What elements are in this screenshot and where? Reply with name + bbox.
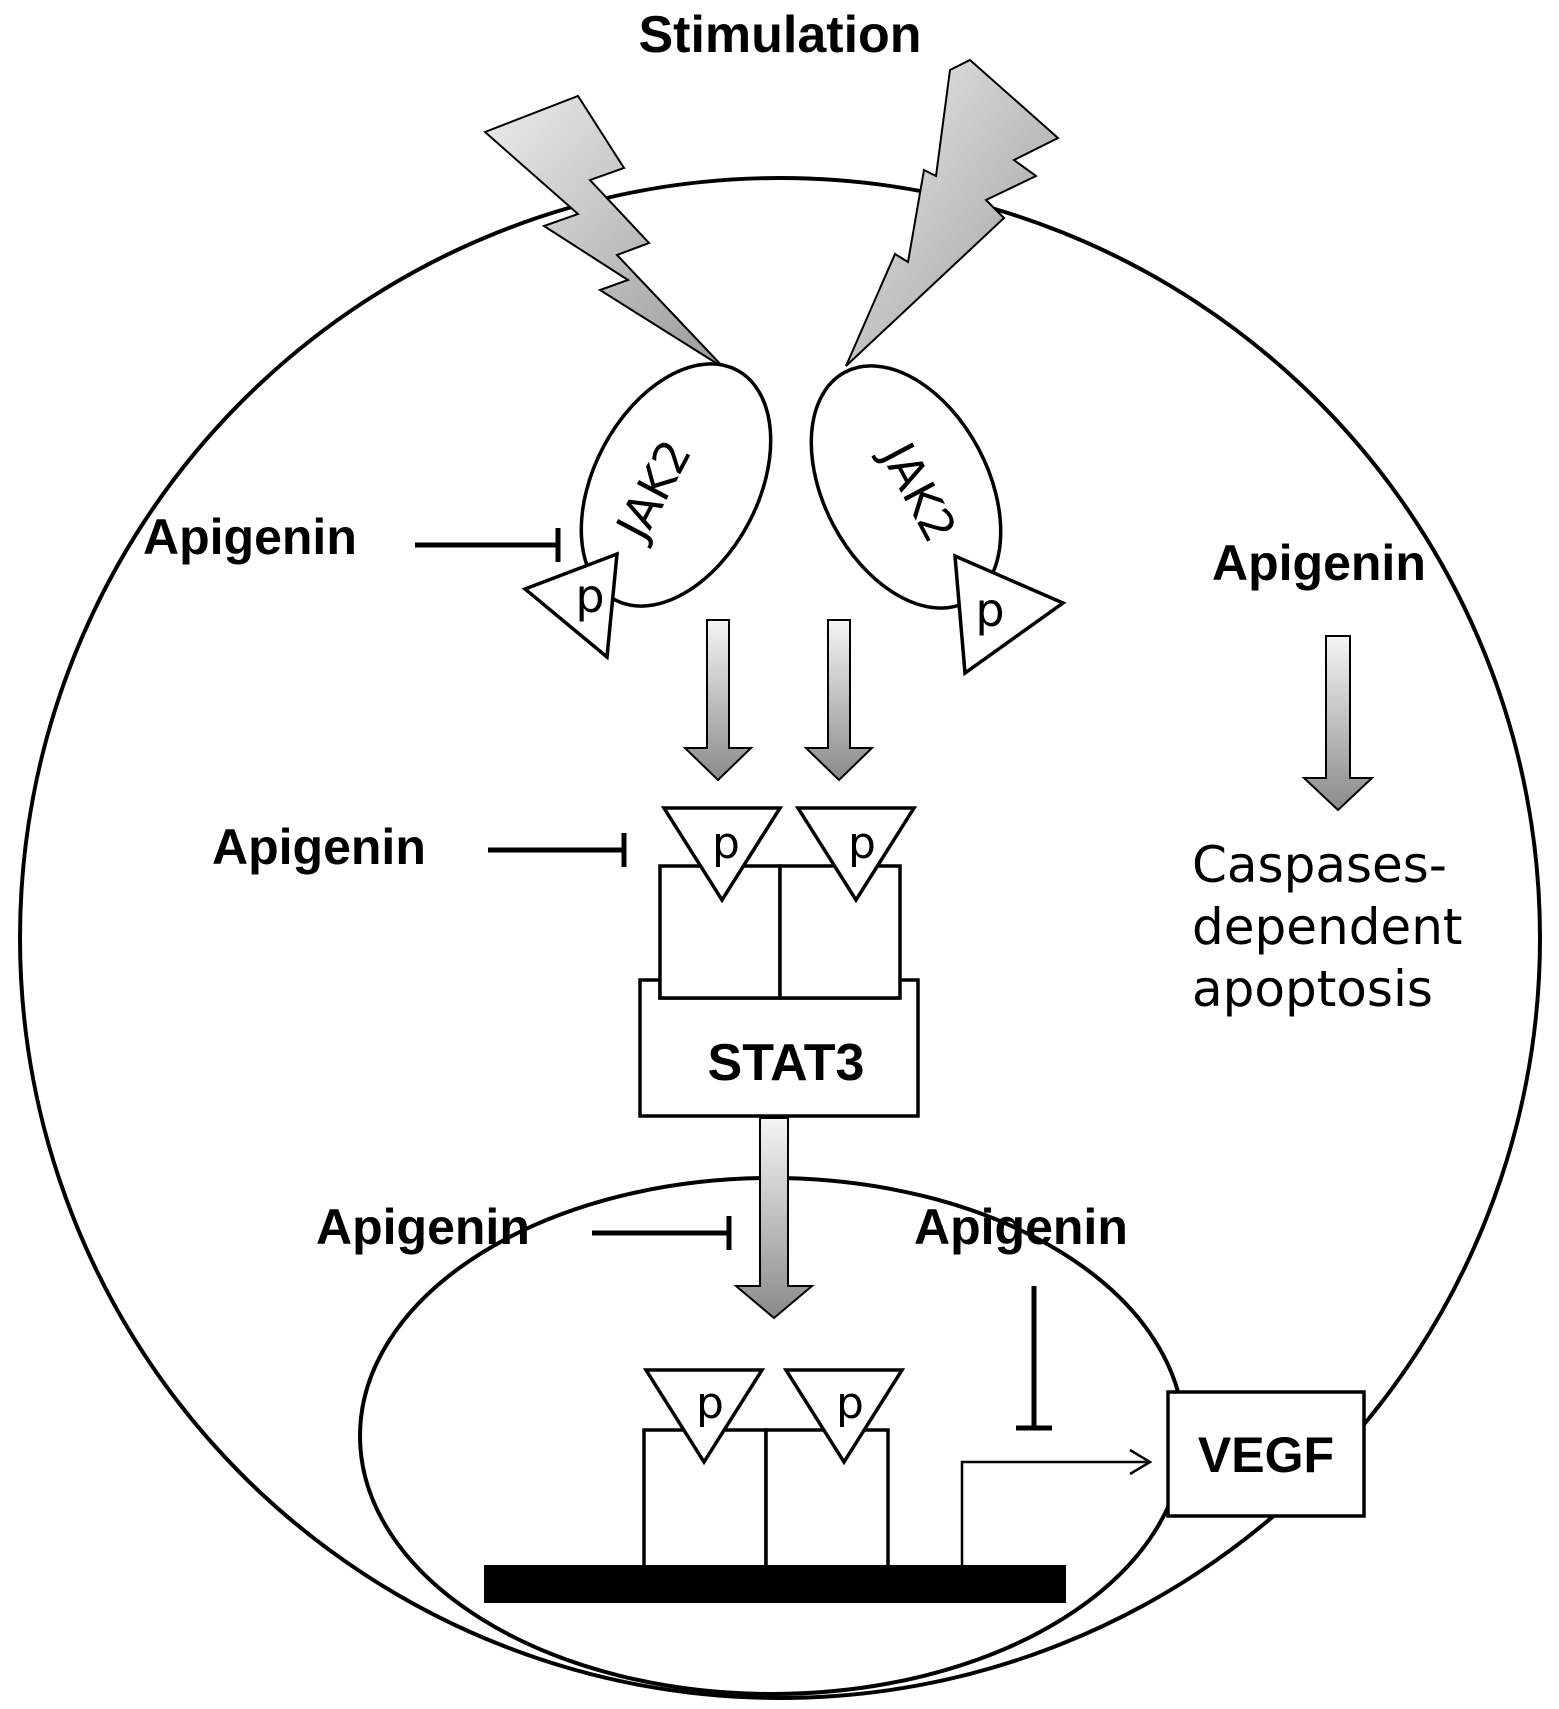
stimulation-bolt-left bbox=[483, 94, 725, 369]
stat3-nuclear-complex: p p bbox=[642, 1368, 906, 1572]
inhibition-stat3-phospho-symbol bbox=[488, 833, 627, 867]
jak2-left: JAK2 p bbox=[521, 362, 773, 661]
inhibition-vegf-symbol bbox=[1016, 1286, 1052, 1431]
stat3-left-phospho-label: p bbox=[712, 818, 740, 869]
activation-arrow-left bbox=[682, 619, 754, 782]
nuclear-stat3-monomer-right bbox=[764, 1428, 890, 1572]
apoptosis-arrow bbox=[1301, 635, 1375, 812]
apigenin-jak2-label: Apigenin bbox=[143, 509, 357, 565]
nuclear-translocation-arrow bbox=[733, 1117, 815, 1320]
apoptosis-line2: dependent bbox=[1192, 898, 1462, 956]
apigenin-stat3-phospho-label: Apigenin bbox=[212, 819, 426, 875]
stat3-label: STAT3 bbox=[708, 1034, 865, 1092]
apoptosis-line1: Caspases- bbox=[1192, 836, 1447, 894]
vegf-box bbox=[1166, 1390, 1366, 1518]
nuclear-stat3-right-phospho-triangle bbox=[782, 1368, 906, 1466]
nuclear-stat3-left-phospho-label: p bbox=[696, 1378, 724, 1429]
jak2-left-phospho-triangle bbox=[521, 551, 620, 661]
nuclear-stat3-right-phospho-label: p bbox=[836, 1378, 864, 1429]
stimulation-bolt-right bbox=[845, 58, 1060, 367]
transcription-arrow bbox=[960, 1448, 1153, 1565]
inhibition-translocation-symbol bbox=[592, 1216, 732, 1250]
stat3-monomer-right bbox=[778, 864, 902, 1000]
dna-strand bbox=[484, 1565, 1066, 1603]
activation-arrow-right bbox=[803, 619, 875, 782]
cell-membrane bbox=[18, 176, 1542, 1700]
stat3-left-phospho-triangle bbox=[660, 806, 784, 904]
apoptosis-line3: apoptosis bbox=[1192, 960, 1433, 1018]
jak2-right-phospho-triangle bbox=[953, 553, 1067, 677]
nuclear-stat3-left-phospho-triangle bbox=[642, 1368, 766, 1466]
vegf-label: VEGF bbox=[1198, 1427, 1334, 1483]
jak2-right: JAK2 p bbox=[809, 364, 1067, 677]
jak2-right-phospho-label: p bbox=[975, 583, 1004, 637]
stat3-right-phospho-label: p bbox=[848, 818, 876, 869]
apigenin-apoptosis-label: Apigenin bbox=[1212, 535, 1426, 591]
apigenin-vegf-label: Apigenin bbox=[914, 1199, 1128, 1255]
inhibition-jak2-symbol bbox=[415, 528, 561, 562]
stat3-right-phospho-triangle bbox=[794, 806, 918, 904]
apigenin-translocation-label: Apigenin bbox=[316, 1199, 530, 1255]
stat3-cytoplasm-complex: p p STAT3 bbox=[638, 806, 920, 1118]
jak2-left-phospho-label: p bbox=[575, 569, 604, 623]
stimulation-title: Stimulation bbox=[638, 6, 921, 64]
